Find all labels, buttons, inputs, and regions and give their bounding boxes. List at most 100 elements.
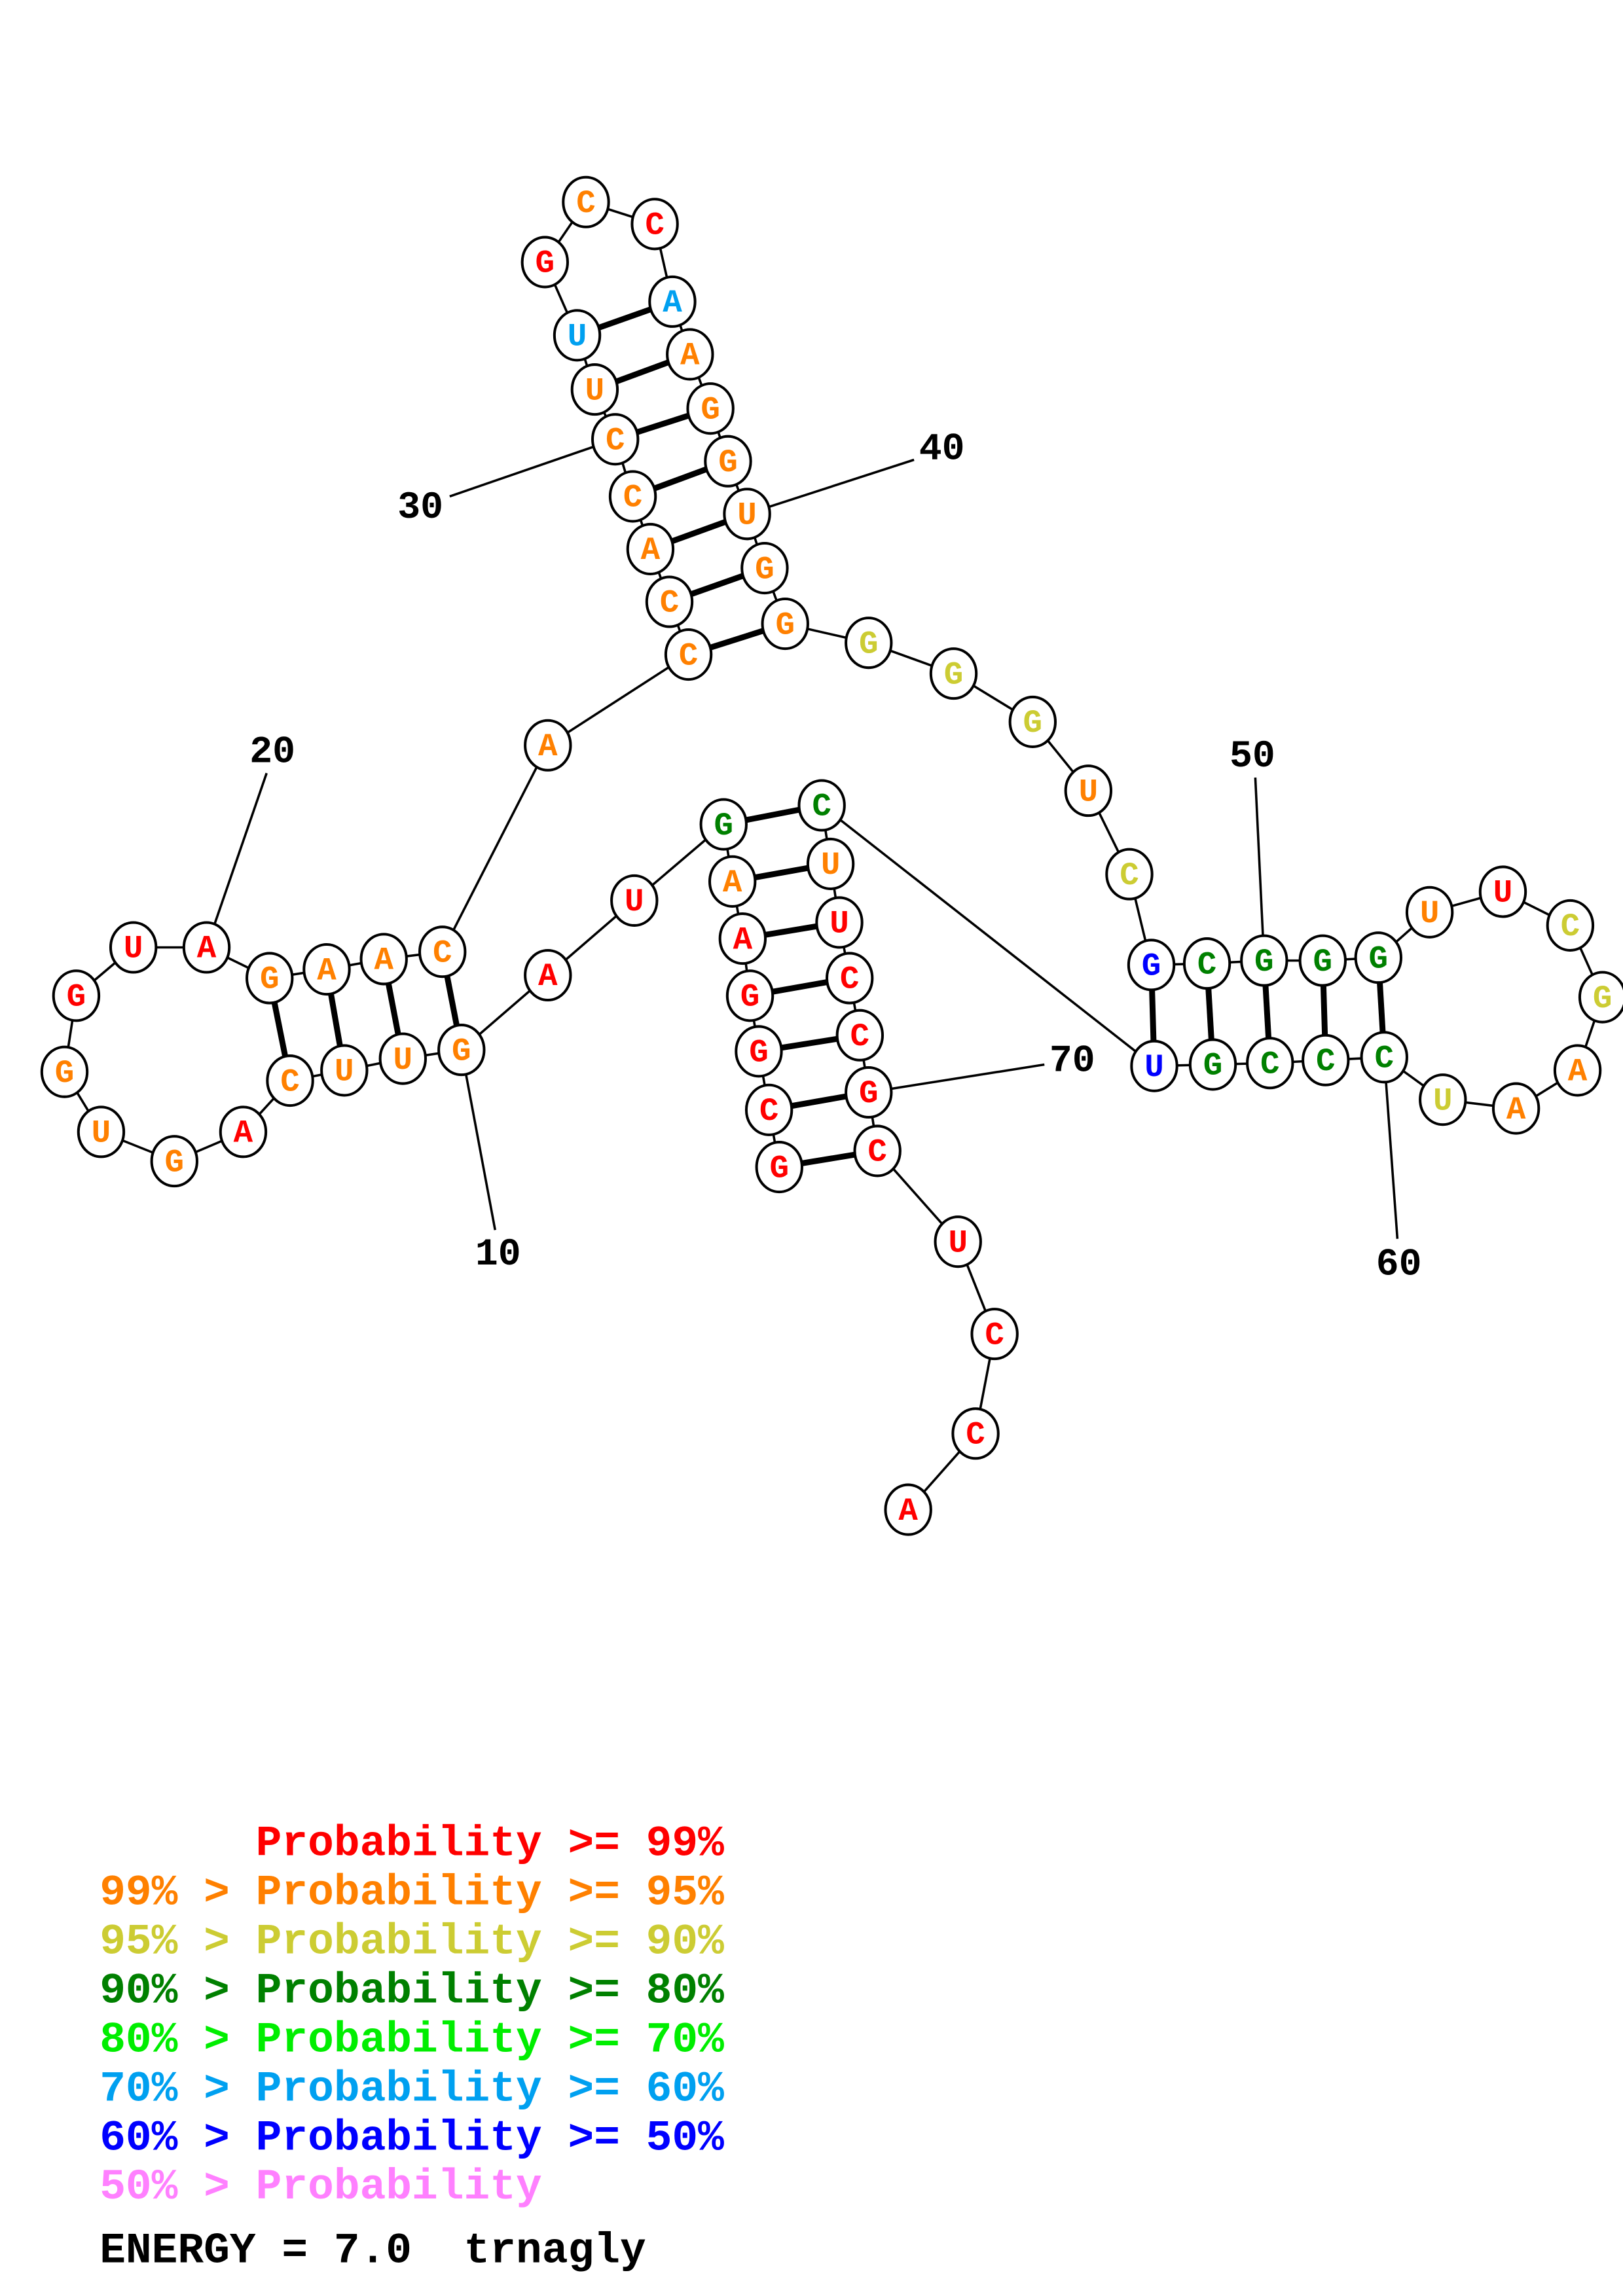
nucleotide: U (109, 921, 158, 974)
nucleotide: G (1578, 971, 1623, 1024)
nucleotide: G (40, 1045, 89, 1098)
nucleotide: G (437, 1024, 486, 1077)
nucleotide-letter: U (393, 1042, 413, 1079)
nucleotide-letter: A (663, 285, 682, 321)
nucleotide-letter: A (723, 865, 742, 901)
nucleotide-letter: A (317, 952, 337, 989)
nucleotide: C (1302, 1033, 1350, 1086)
nucleotide-letter: C (606, 422, 625, 459)
nucleotide-letter: G (55, 1055, 75, 1092)
nucleotide-circle (1405, 886, 1454, 939)
nucleotide-circle (725, 969, 775, 1022)
legend-row: Probability >= 99% (100, 1820, 724, 1869)
position-tick (746, 458, 915, 515)
nucleotide: C (664, 628, 713, 681)
nucleotide: A (718, 912, 767, 965)
nucleotide-circle (929, 647, 978, 700)
energy-label: ENERGY = 7.0 trnagly (100, 2227, 646, 2276)
nucleotide: G (686, 382, 735, 435)
nucleotide-circle (761, 598, 809, 651)
nucleotide-letter: A (733, 922, 753, 958)
nucleotide-circle (740, 542, 789, 595)
nucleotide-circle (608, 470, 657, 523)
nucleotide: C (835, 1009, 884, 1062)
nucleotide: G (1354, 931, 1403, 984)
nucleotide-circle (1130, 1039, 1178, 1092)
position-tick (449, 438, 616, 498)
nucleotide-letter: G (1023, 705, 1043, 742)
nucleotide: C (562, 175, 610, 228)
nucleotide-letter: C (1374, 1041, 1394, 1077)
nucleotide-letter: U (948, 1225, 968, 1261)
nucleotide: U (1130, 1039, 1178, 1092)
nucleotide-letter: A (374, 942, 393, 979)
nucleotide: A (219, 1105, 268, 1158)
nucleotide: U (378, 1032, 427, 1085)
position-label: 10 (475, 1234, 521, 1276)
nucleotide-letter: U (1144, 1049, 1164, 1086)
nucleotide-circle (570, 363, 619, 416)
nucleotide: A (524, 719, 572, 772)
nucleotide-letter: G (1203, 1048, 1223, 1085)
nucleotide-circle (797, 779, 846, 832)
nucleotide-letter: C (840, 961, 860, 998)
nucleotide-letter: C (660, 585, 680, 622)
nucleotide-circle (1546, 899, 1595, 952)
position-tick (1254, 777, 1266, 961)
nucleotide-circle (219, 1105, 268, 1158)
nucleotide-circle (648, 275, 697, 328)
position-label: 50 (1230, 736, 1275, 778)
nucleotide-circle (708, 855, 757, 908)
nucleotide-circle (1298, 934, 1347, 987)
nucleotide-circle (645, 575, 694, 628)
nucleotide-letter: U (821, 847, 841, 884)
nucleotide-letter: U (625, 884, 644, 920)
nucleotide: G (520, 236, 570, 289)
nucleotide-letter: A (641, 532, 661, 569)
nucleotide: G (150, 1135, 198, 1188)
nucleotide-circle (520, 236, 570, 289)
nucleotide-circle (359, 933, 408, 986)
nucleotide-letter: C (1561, 908, 1580, 945)
nucleotide-letter: U (585, 372, 605, 409)
nucleotide-circle (610, 874, 659, 927)
nucleotide-circle (1419, 1073, 1467, 1126)
nucleotide-circle (109, 921, 158, 974)
nucleotide-circle (1240, 934, 1288, 987)
nucleotide: U (723, 488, 771, 541)
nucleotide: G (735, 1025, 783, 1078)
nucleotide-letter: C (645, 207, 665, 244)
nucleotide-letter: A (538, 958, 558, 995)
nucleotide-letter: U (92, 1115, 111, 1152)
position-label: 40 (919, 428, 965, 471)
nucleotide: U (610, 874, 659, 927)
nucleotide: U (815, 896, 864, 949)
nucleotide-letter: G (536, 245, 555, 282)
nucleotide-letter: U (830, 906, 849, 942)
nucleotide-letter: G (1313, 944, 1333, 980)
nucleotide: G (52, 969, 101, 1022)
nucleotide: G (761, 598, 809, 651)
nucleotide: U (553, 309, 602, 362)
nucleotide-circle (1105, 848, 1154, 901)
nucleotide-circle (1127, 939, 1176, 992)
nucleotide-circle (686, 382, 735, 435)
position-label: 70 (1049, 1041, 1095, 1083)
nucleotide: G (704, 435, 752, 488)
position-tick (868, 1063, 1045, 1094)
nucleotide-circle (562, 175, 610, 228)
nucleotide-letter: C (1260, 1046, 1280, 1083)
nucleotide-circle (704, 435, 752, 488)
legend-row: 50% > Probability (100, 2162, 542, 2212)
nucleotide-letter: G (714, 808, 733, 844)
nucleotide-letter: A (1568, 1054, 1588, 1090)
nucleotide-circle (815, 896, 864, 949)
nucleotide-circle (553, 309, 602, 362)
nucleotide-circle (699, 798, 748, 851)
nucleotide-letter: C (812, 789, 831, 825)
backbone-link (441, 744, 549, 953)
position-label: 60 (1376, 1244, 1422, 1286)
nucleotide-letter: C (433, 935, 452, 971)
nucleotide-circle (718, 912, 767, 965)
nucleotide-letter: C (1120, 857, 1139, 894)
